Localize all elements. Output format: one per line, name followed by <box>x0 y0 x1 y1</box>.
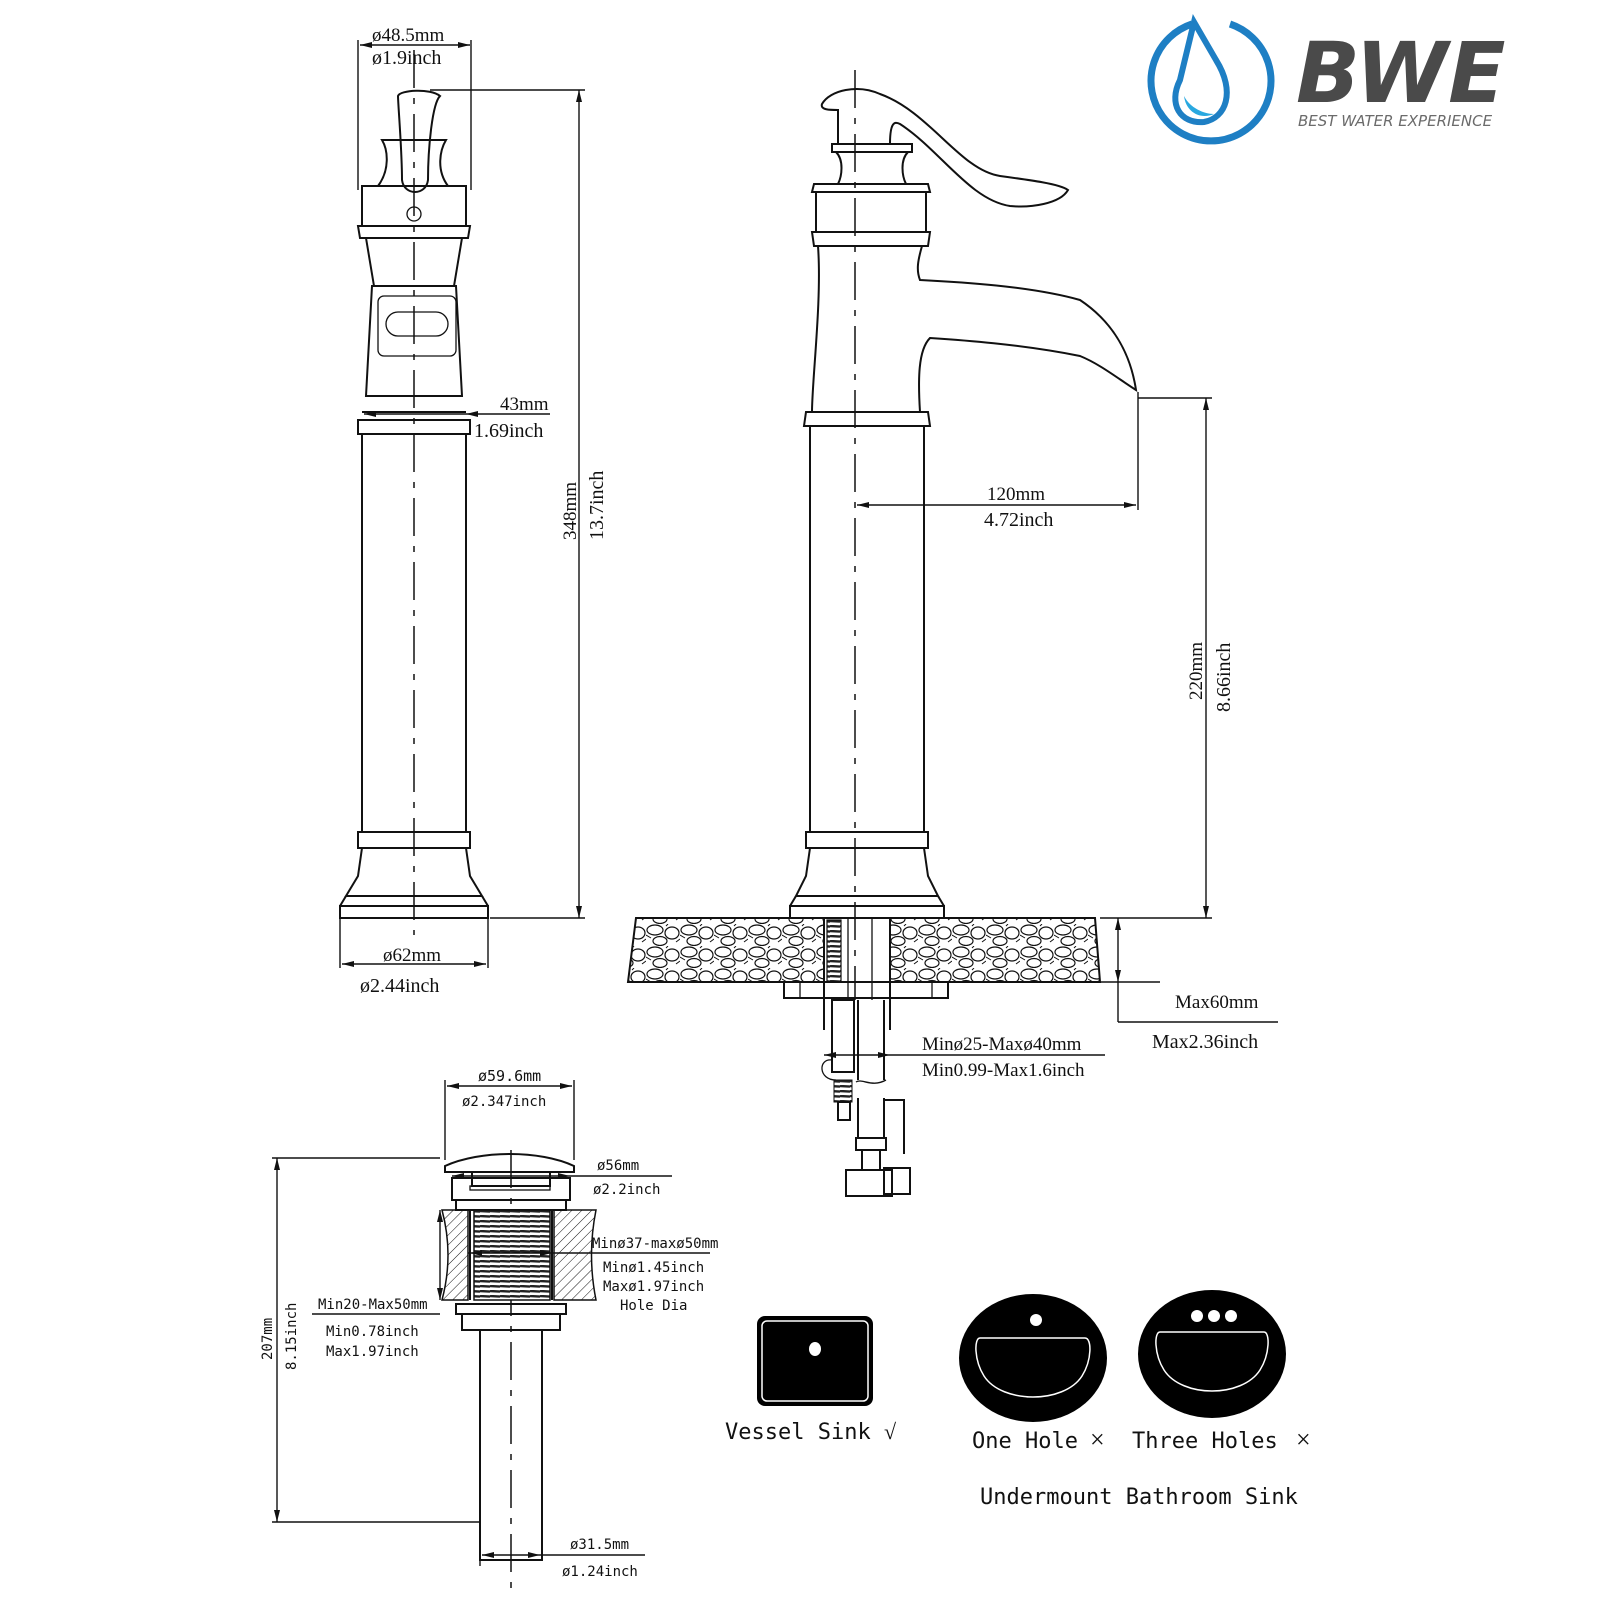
deck-thickness-in: Max2.36inch <box>1152 1031 1258 1053</box>
hole-dia-in-min: Minø1.45inch <box>603 1260 704 1276</box>
thickness-in-min: Min0.78inch <box>326 1324 419 1340</box>
cap-diameter-in: ø2.347inch <box>462 1094 546 1110</box>
hole-diameter-mm: Minø25-Maxø40mm <box>922 1034 1082 1055</box>
hole-dia-label: Hole Dia <box>620 1298 687 1314</box>
base-diameter-mm: ø62mm <box>383 945 441 966</box>
height-in: 13.7inch <box>586 471 608 540</box>
sink-compatibility: Vessel Sink √ One Hole × Three Holes × U… <box>725 1290 1311 1510</box>
drain-dimensions: ø59.6mm ø2.347inch ø56mm ø2.2inch Minø37… <box>260 1067 718 1580</box>
thickness-mm: Min20-Max50mm <box>318 1297 428 1313</box>
three-holes-x-icon: × <box>1296 1425 1311 1454</box>
vessel-sink-label: Vessel Sink <box>725 1420 871 1445</box>
brand-name: BWE <box>1296 24 1505 122</box>
undermount-caption: Undermount Bathroom Sink <box>980 1485 1298 1510</box>
spout-height-mm: 220mm <box>1186 642 1207 700</box>
flange-diameter-in: ø2.2inch <box>593 1182 660 1198</box>
cap-diameter-mm: ø59.6mm <box>478 1067 541 1085</box>
base-diameter-in: ø2.44inch <box>360 975 439 997</box>
spout-reach-mm: 120mm <box>987 484 1045 505</box>
water-drop-icon <box>1147 14 1275 145</box>
total-height-in: 8.15inch <box>284 1303 300 1370</box>
one-hole-x-icon: × <box>1090 1425 1105 1454</box>
body-width-in: 1.69inch <box>474 420 543 442</box>
thickness-in-max: Max1.97inch <box>326 1344 419 1360</box>
body-width-mm: 43mm <box>500 394 549 415</box>
front-view-faucet <box>339 50 489 935</box>
hole-dia-mm: Minø37-maxø50mm <box>592 1236 718 1252</box>
deck-thickness-mm: Max60mm <box>1175 992 1259 1013</box>
three-holes-label: Three Holes <box>1132 1429 1278 1454</box>
countertop-section <box>626 917 1102 1197</box>
front-view-dimensions: ø48.5mm ø1.9inch 43mm 1.69inch 348mm 13.… <box>339 25 608 997</box>
bwe-logo: BWE BEST WATER EXPERIENCE <box>1147 14 1505 145</box>
one-hole-sink-icon <box>959 1294 1107 1422</box>
side-view-dimensions: 120mm 4.72inch 220mm 8.66inch Max60mm Ma… <box>824 392 1278 1081</box>
hole-dia-in-max: Maxø1.97inch <box>603 1279 704 1295</box>
one-hole-label: One Hole <box>972 1429 1078 1454</box>
brand-tagline: BEST WATER EXPERIENCE <box>1298 112 1493 130</box>
flange-diameter-mm: ø56mm <box>597 1158 639 1174</box>
height-mm: 348mm <box>560 482 581 540</box>
tail-diameter-mm: ø31.5mm <box>570 1537 629 1553</box>
total-height-mm: 207mm <box>260 1318 276 1360</box>
three-holes-sink-icon <box>1138 1290 1286 1418</box>
side-view-faucet <box>789 70 1138 1000</box>
vessel-sink-icon <box>757 1316 873 1406</box>
top-diameter-in: ø1.9inch <box>372 47 441 69</box>
spout-reach-in: 4.72inch <box>984 509 1053 531</box>
spout-height-in: 8.66inch <box>1213 643 1235 712</box>
top-diameter-mm: ø48.5mm <box>372 25 445 46</box>
vessel-sink-check-icon: √ <box>884 1419 897 1444</box>
hole-diameter-in: Min0.99-Max1.6inch <box>922 1060 1085 1081</box>
popup-drain <box>441 1080 597 1590</box>
tail-diameter-in: ø1.24inch <box>562 1564 638 1580</box>
